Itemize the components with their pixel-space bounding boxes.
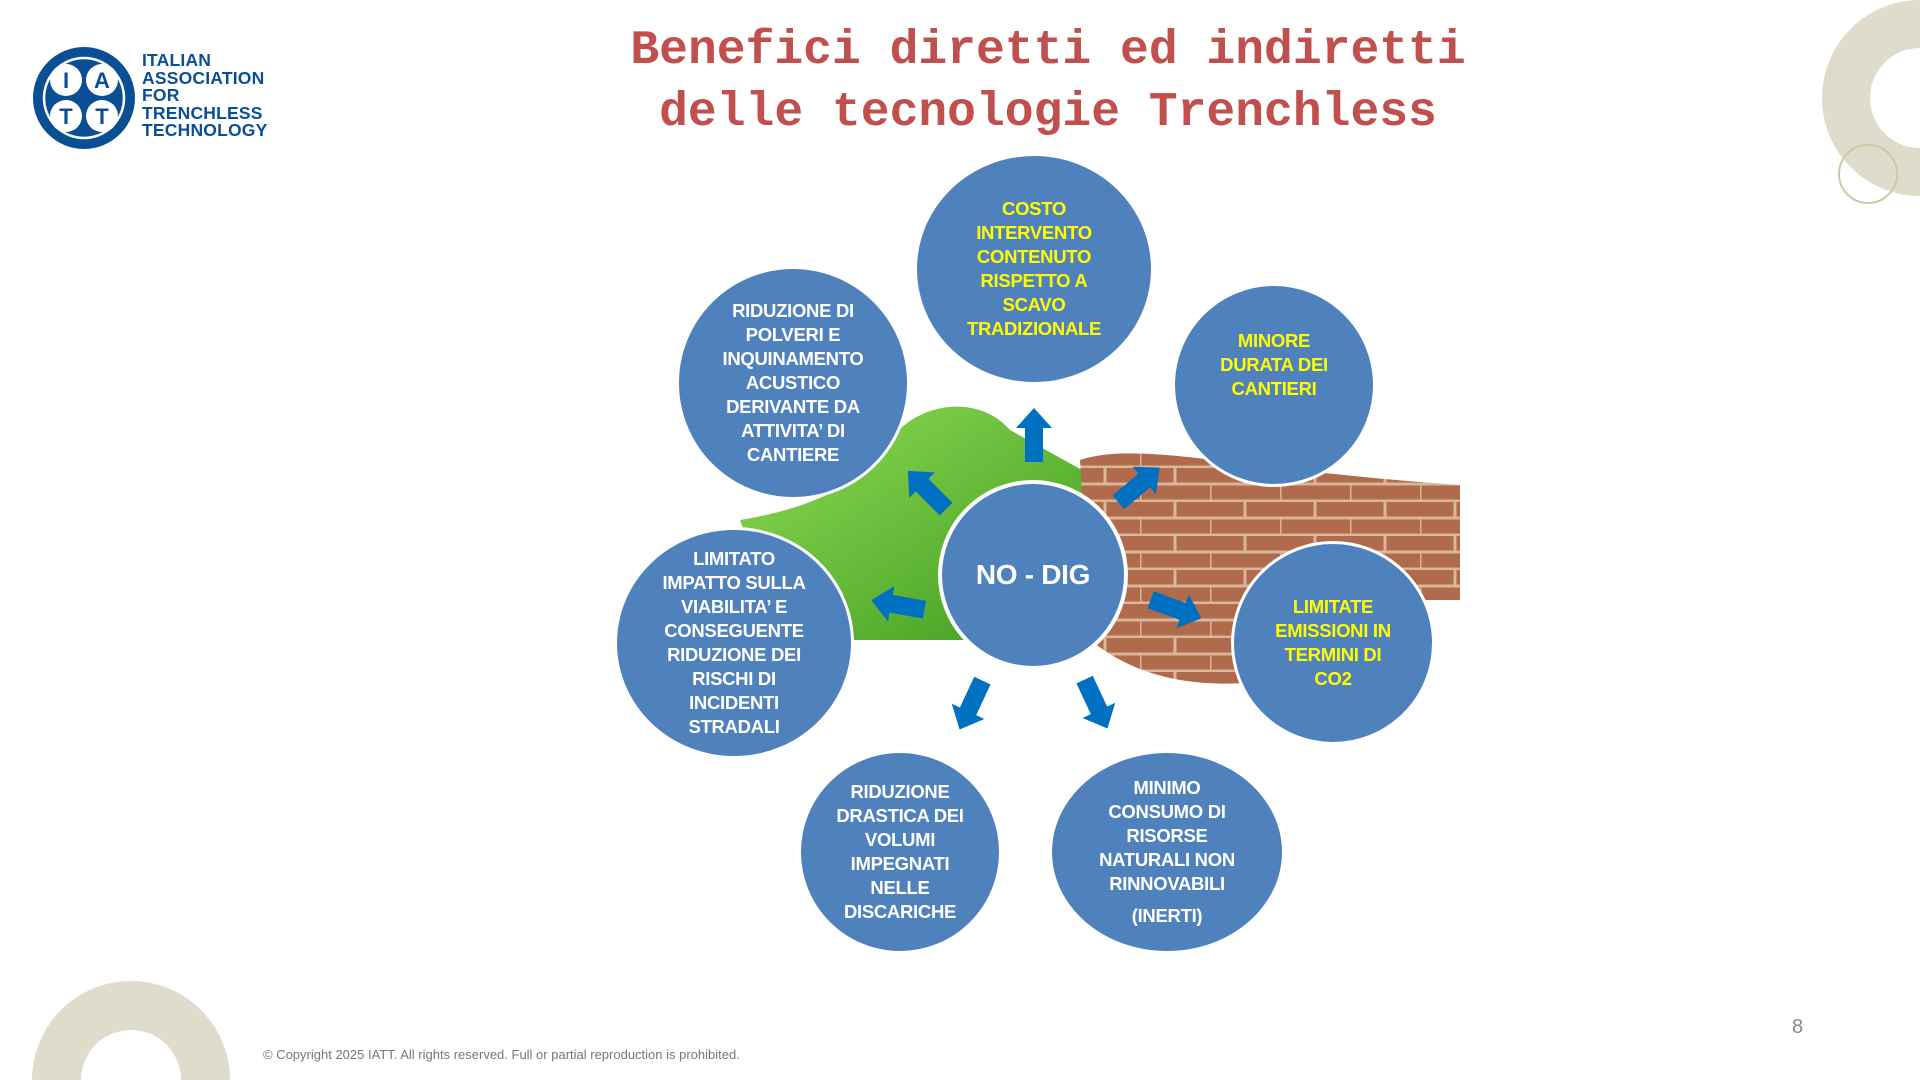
copyright-footer: © Copyright 2025 IATT. All rights reserv… [263,1047,740,1062]
center-label: NO - DIG [975,559,1091,590]
logo-letter: T [59,104,73,129]
page-title: Benefici diretti ed indiretti delle tecn… [460,20,1636,144]
logo-text-line: TECHNOLOGY [142,120,268,140]
arrow-right-icon [1147,591,1202,629]
decorative-ring-top-right [1822,0,1920,196]
logo-text-line: FOR [142,85,180,105]
benefit-text: RIDUZIONE DRASTICA DEI VOLUMI IMPEGNATI … [836,781,964,922]
benefit-text-wrap: MINIMO CONSUMO DI RISORSE NATURALI NON R… [1099,776,1235,928]
logo-text-line: ASSOCIATION [142,67,265,88]
logo-text-line: ITALIAN [142,50,212,70]
benefit-landfill: RIDUZIONE DRASTICA DEI VOLUMI IMPEGNATI … [798,750,1002,954]
benefit-text: COSTO INTERVENTO CONTENUTO RISPETTO A SC… [966,198,1102,339]
arrow-up-icon [1016,408,1052,462]
benefit-resources: MINIMO CONSUMO DI RISORSE NATURALI NON R… [1049,750,1285,954]
benefit-emissions: LIMITATE EMISSIONI IN TERMINI DI CO2 [1231,541,1435,745]
logo-text-line: TRENCHLESS [142,102,263,123]
benefit-text: MINORE DURATA DEI CANTIERI [1220,330,1328,399]
arrow-left-icon [871,586,927,622]
logo-text: ITALIAN ASSOCIATION FOR TRENCHLESS TECHN… [142,50,268,140]
arrow-up-right-icon [1112,466,1160,510]
benefit-text: LIMITATE EMISSIONI IN TERMINI DI CO2 [1275,596,1391,689]
decorative-ring-bottom-left [32,981,230,1080]
iatt-logo-emblem: I A T T [33,47,135,149]
decorative-circle-outline [1838,144,1898,204]
arrow-down-right-icon [1076,675,1116,729]
benefit-text: LIMITATO IMPATTO SULLA VIABILITA’ E CONS… [662,548,806,737]
logo-letter: A [94,68,110,93]
benefit-text: MINIMO CONSUMO DI RISORSE NATURALI NON R… [1099,777,1235,894]
logo-letter: T [95,104,109,129]
title-line-2: delle tecnologie Trenchless [659,86,1437,140]
arrow-down-left-icon [951,676,991,730]
no-dig-center: NO - DIG [938,480,1128,670]
benefit-dust-noise: RIDUZIONE DI POLVERI E INQUINAMENTO ACUS… [676,266,910,500]
benefit-text-extra: (INERTI) [1131,905,1203,926]
benefit-traffic: LIMITATO IMPATTO SULLA VIABILITA’ E CONS… [614,527,854,759]
title-line-1: Benefici diretti ed indiretti [630,24,1466,78]
page-number: 8 [1792,1016,1804,1038]
benefit-duration: MINORE DURATA DEI CANTIERI [1172,283,1376,487]
benefit-text: RIDUZIONE DI POLVERI E INQUINAMENTO ACUS… [722,300,864,465]
logo-letter: I [63,68,69,93]
iatt-logo: I A T T [32,46,292,154]
arrow-up-left-icon [907,470,953,516]
benefit-cost: COSTO INTERVENTO CONTENUTO RISPETTO A SC… [914,153,1154,385]
